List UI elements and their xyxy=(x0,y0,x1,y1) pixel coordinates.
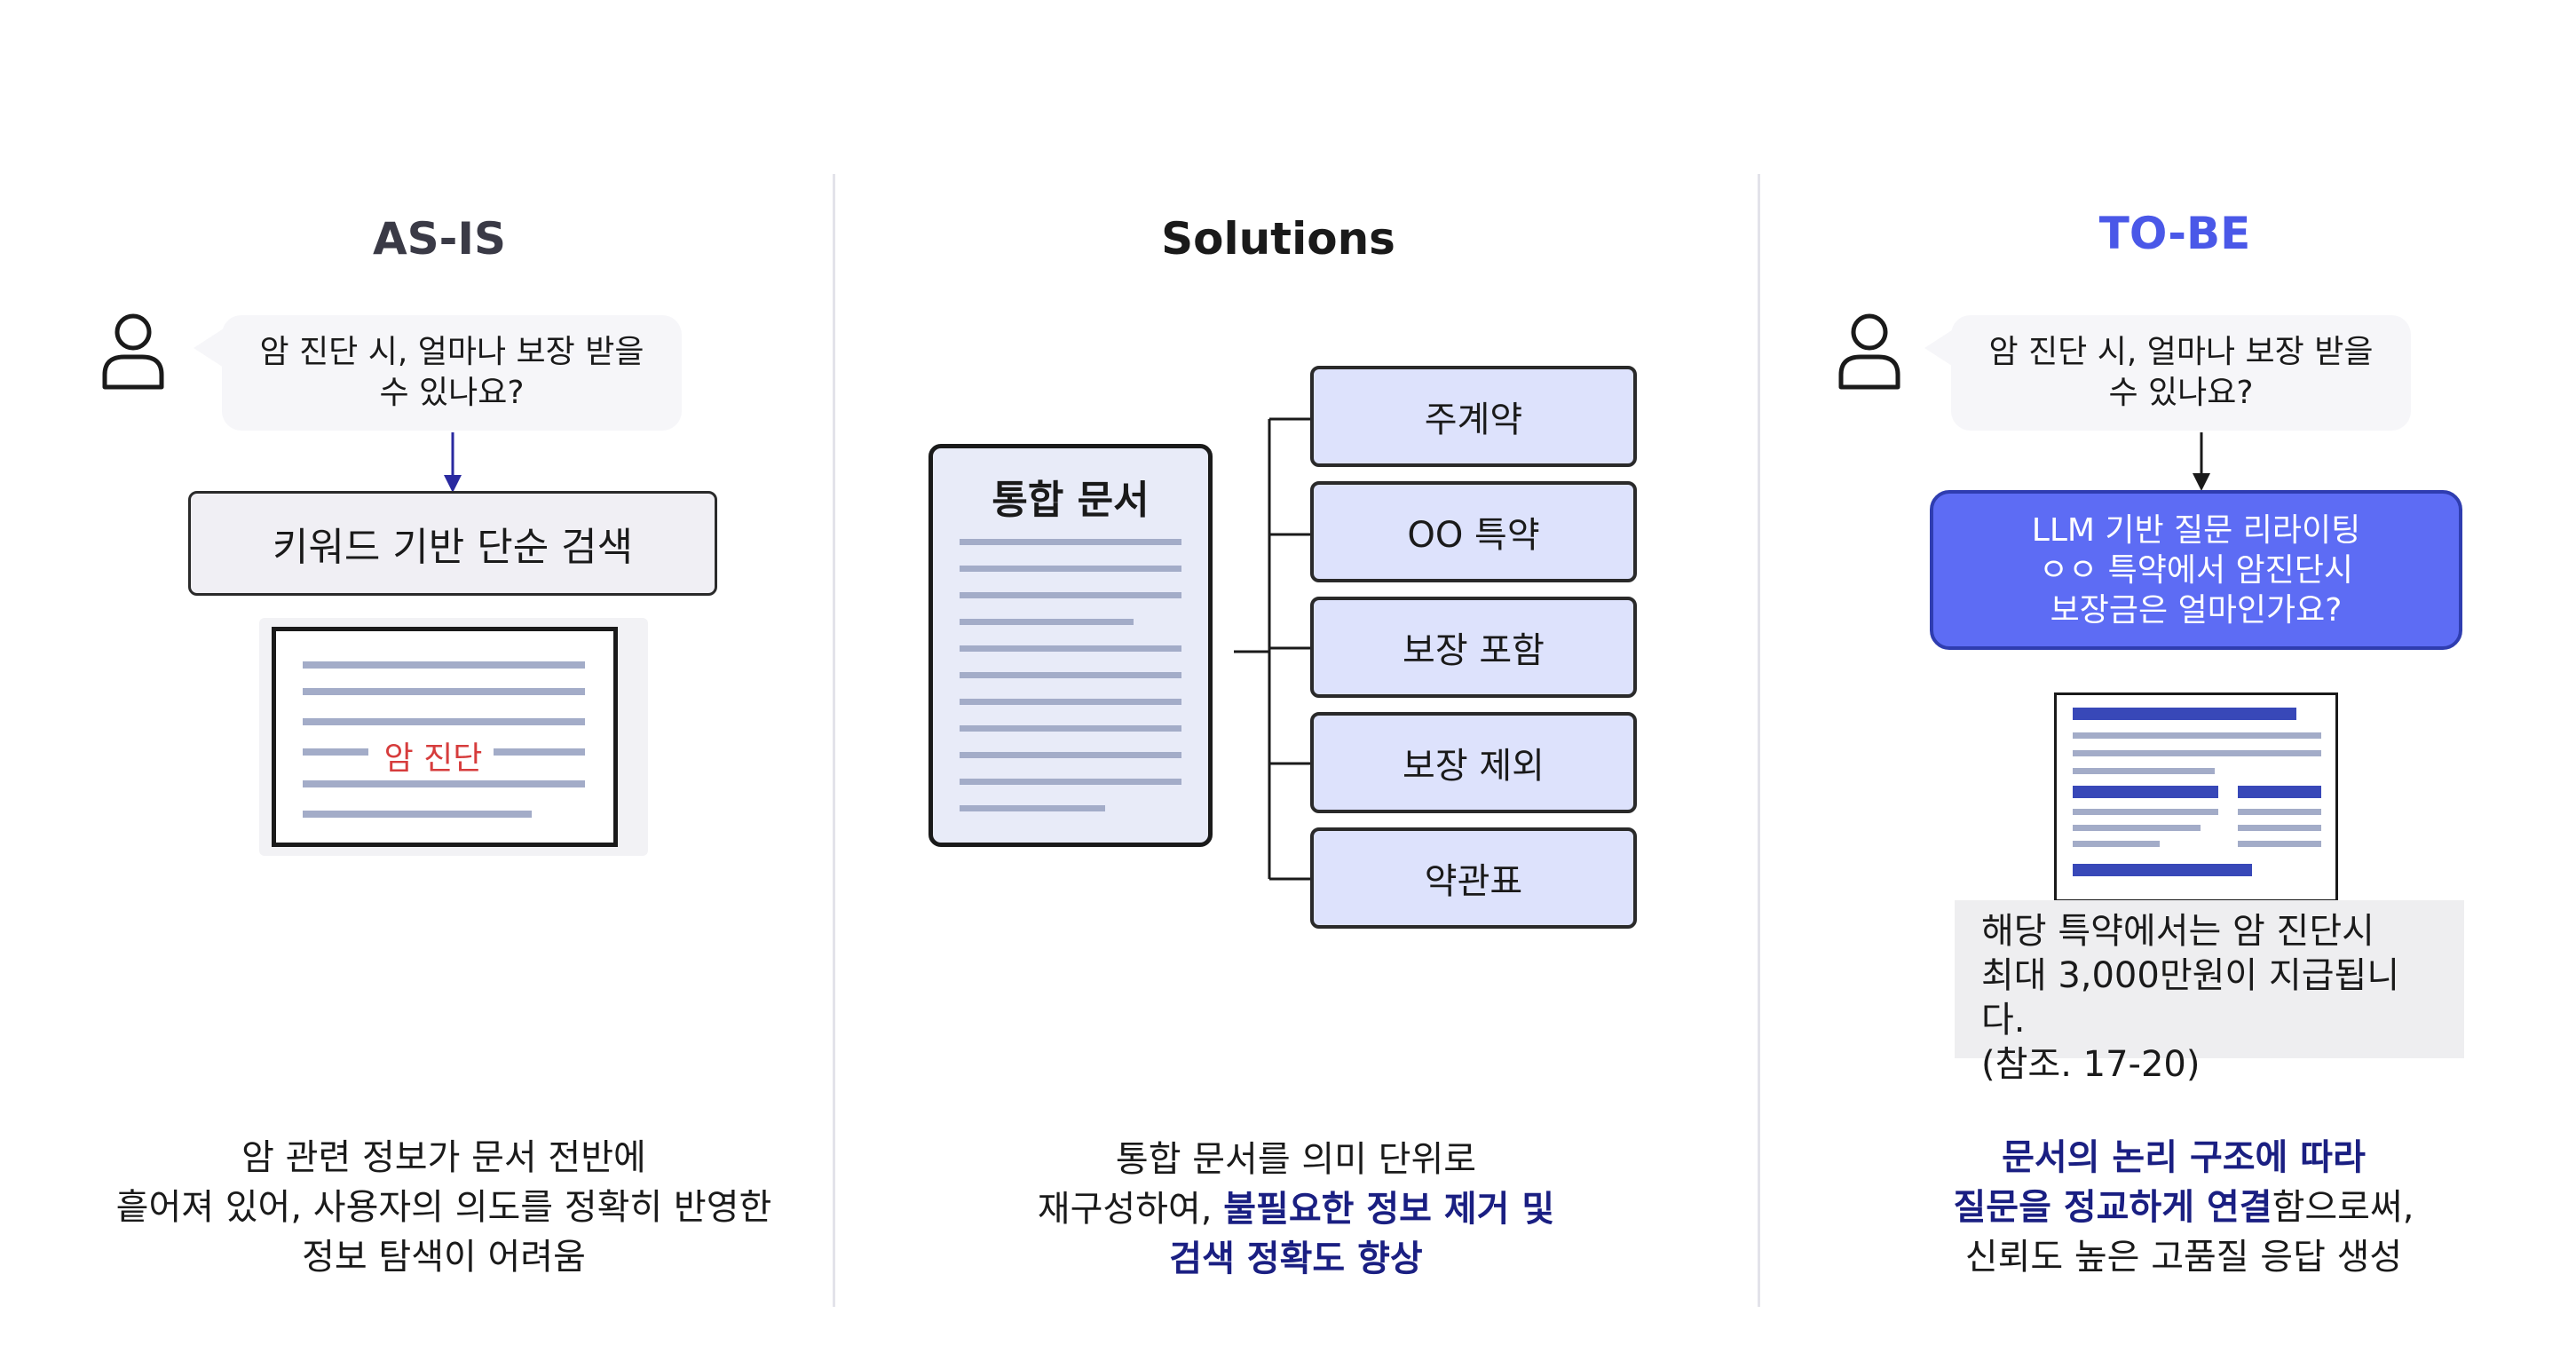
answer-line2: 최대 3,000만원이 지급됩니다. xyxy=(1981,955,2400,1041)
divider-right xyxy=(1758,174,1760,1307)
doc-line xyxy=(303,780,585,787)
doc-line xyxy=(960,645,1181,652)
tree-connector xyxy=(1234,417,1314,881)
keyword-search-box: 키워드 기반 단순 검색 xyxy=(188,491,717,596)
doc-line xyxy=(2073,732,2321,739)
asis-description: 암 관련 정보가 문서 전반에 흩어져 있어, 사용자의 의도를 정확히 반영한… xyxy=(53,1133,834,1282)
answer-line1: 해당 특약에서는 암 진단시 xyxy=(1981,911,2375,952)
tobe-document xyxy=(2054,692,2338,902)
asis-document: 암 진단 xyxy=(272,627,618,847)
solutions-description: 통합 문서를 의미 단위로 재구성하여, 불필요한 정보 제거 및 검색 정확도… xyxy=(888,1135,1704,1284)
doc-line xyxy=(960,672,1181,678)
doc-line xyxy=(960,592,1181,598)
tobe-desc-line3: 신뢰도 높은 고품질 응답 생성 xyxy=(1964,1237,2403,1278)
doc-line xyxy=(2073,750,2321,756)
doc-line xyxy=(960,779,1181,785)
user-icon xyxy=(1838,313,1900,390)
user-icon xyxy=(102,313,164,390)
doc-bar xyxy=(2238,786,2321,798)
doc-line xyxy=(960,805,1105,811)
doc-line xyxy=(303,748,368,756)
tobe-question-line2: 수 있나요? xyxy=(2108,375,2254,411)
asis-question-line2: 수 있나요? xyxy=(379,375,525,411)
chip-coverage-excluded: 보장 제외 xyxy=(1310,712,1637,813)
chip-main-contract: 주계약 xyxy=(1310,366,1637,467)
doc-line xyxy=(960,619,1134,625)
highlight-keyword: 암 진단 xyxy=(383,740,483,777)
doc-line xyxy=(303,718,585,725)
chip-coverage-included: 보장 포함 xyxy=(1310,597,1637,698)
doc-line xyxy=(303,688,585,695)
tobe-question-bubble: 암 진단 시, 얼마나 보장 받을 수 있나요? xyxy=(1951,315,2411,431)
chip-terms-table: 약관표 xyxy=(1310,827,1637,929)
asis-desc-line1: 암 관련 정보가 문서 전반에 xyxy=(241,1137,646,1178)
doc-line xyxy=(960,725,1181,732)
doc-line xyxy=(2073,768,2215,774)
doc-line xyxy=(2238,825,2321,831)
solutions-desc-line1: 통합 문서를 의미 단위로 xyxy=(1115,1139,1477,1180)
asis-desc-line2: 흩어져 있어, 사용자의 의도를 정확히 반영한 xyxy=(115,1187,772,1228)
asis-desc-line3: 정보 탐색이 어려움 xyxy=(302,1237,586,1278)
doc-bar xyxy=(2073,708,2296,720)
tobe-description: 문서의 논리 구조에 따라 질문을 정교하게 연결함으로써, 신뢰도 높은 고품… xyxy=(1802,1133,2565,1282)
doc-line xyxy=(960,539,1181,545)
tobe-arrow xyxy=(2193,432,2210,491)
asis-bubble-tail xyxy=(194,328,224,368)
asis-question-bubble: 암 진단 시, 얼마나 보장 받을 수 있나요? xyxy=(222,315,682,431)
answer-box: 해당 특약에서는 암 진단시 최대 3,000만원이 지급됩니다. (참조. 1… xyxy=(1955,900,2464,1085)
unified-doc-title: 통합 문서 xyxy=(992,478,1150,523)
doc-line xyxy=(2073,841,2160,847)
asis-title: AS-IS xyxy=(372,213,507,265)
doc-line xyxy=(2073,809,2218,815)
solutions-desc-line3: 검색 정확도 향상 xyxy=(1169,1238,1423,1279)
llm-line3: 보장금은 얼마인가요? xyxy=(2050,591,2343,629)
tobe-desc-line2-plain: 함으로써, xyxy=(2272,1187,2414,1228)
divider-left xyxy=(833,174,835,1307)
answer-line3: (참조. 17-20) xyxy=(1981,1044,2201,1085)
doc-line xyxy=(2238,809,2321,815)
tobe-desc-line2-strong: 질문을 정교하게 연결 xyxy=(1953,1187,2272,1228)
asis-arrow xyxy=(444,432,462,493)
doc-bar xyxy=(2073,786,2218,798)
tobe-desc-line1: 문서의 논리 구조에 따라 xyxy=(2002,1137,2366,1178)
doc-line xyxy=(2073,825,2201,831)
tobe-bubble-tail xyxy=(1924,328,1955,368)
doc-line xyxy=(960,699,1181,705)
solutions-desc-line2: 재구성하여, 불필요한 정보 제거 및 xyxy=(888,1184,1704,1234)
tobe-question-line1: 암 진단 시, 얼마나 보장 받을 xyxy=(1988,334,2374,370)
asis-question-line1: 암 진단 시, 얼마나 보장 받을 xyxy=(259,334,644,370)
document-icon: 통합 문서 xyxy=(928,444,1213,847)
doc-line xyxy=(303,811,532,818)
doc-bar xyxy=(2073,864,2252,876)
doc-line xyxy=(303,661,585,669)
solutions-desc-line2-strong: 불필요한 정보 제거 및 xyxy=(1223,1189,1555,1230)
llm-line2: ㅇㅇ 특약에서 암진단시 xyxy=(2038,551,2354,589)
doc-line xyxy=(960,752,1181,758)
tobe-title: TO-BE xyxy=(2098,208,2251,259)
tobe-desc-line2: 질문을 정교하게 연결함으로써, xyxy=(1802,1183,2565,1232)
doc-line xyxy=(960,566,1181,572)
llm-rewrite-box: LLM 기반 질문 리라이팅 ㅇㅇ 특약에서 암진단시 보장금은 얼마인가요? xyxy=(1930,490,2462,650)
solutions-title: Solutions xyxy=(1161,213,1395,265)
doc-line xyxy=(494,748,585,756)
solutions-desc-line2-plain: 재구성하여, xyxy=(1037,1189,1224,1230)
doc-line xyxy=(2238,841,2321,847)
llm-line1: LLM 기반 질문 리라이팅 xyxy=(2031,511,2361,549)
chip-oo-rider: OO 특약 xyxy=(1310,481,1637,582)
